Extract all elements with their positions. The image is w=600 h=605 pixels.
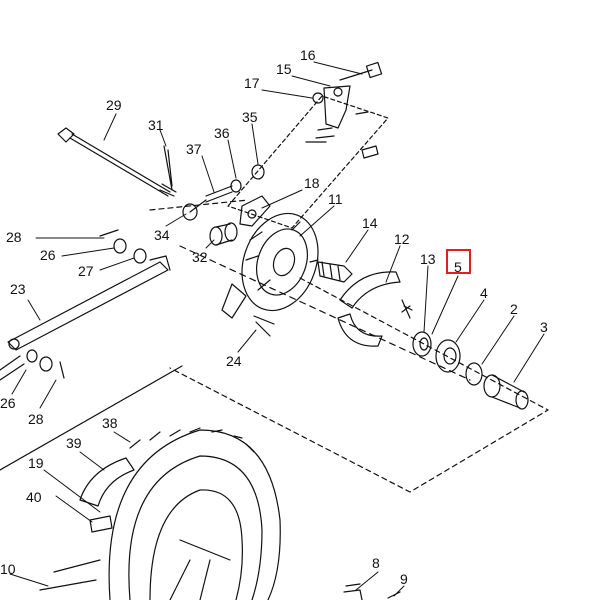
label-34: 34 xyxy=(154,227,170,243)
label-12: 12 xyxy=(394,231,410,247)
nut-26b xyxy=(26,349,38,363)
label-18: 18 xyxy=(304,175,320,191)
bolt-37 xyxy=(205,185,233,203)
part-9 xyxy=(387,591,401,599)
label-17: 17 xyxy=(244,75,260,91)
label-26b: 26 xyxy=(0,395,16,411)
label-4: 4 xyxy=(480,285,488,301)
seal-2 xyxy=(465,362,483,386)
leader-lines xyxy=(9,61,545,597)
torque-arm-23 xyxy=(0,255,171,381)
washer-34 xyxy=(182,203,198,221)
washer-26b2 xyxy=(39,356,53,372)
washer-27 xyxy=(133,248,147,264)
nut-26a xyxy=(113,238,127,254)
label-36: 36 xyxy=(214,125,230,141)
lever-box xyxy=(227,95,389,229)
label-16: 16 xyxy=(300,47,316,63)
cam-14 xyxy=(317,261,353,283)
label-19: 19 xyxy=(28,455,44,471)
label-32: 32 xyxy=(192,249,208,265)
label-31: 31 xyxy=(148,117,164,133)
part-8 xyxy=(343,583,363,601)
label-29: 29 xyxy=(106,97,122,113)
label-3: 3 xyxy=(540,319,548,335)
brake-shoe-12 xyxy=(337,271,413,347)
bearing-4 xyxy=(435,339,461,373)
label-38: 38 xyxy=(102,415,118,431)
label-24: 24 xyxy=(226,353,242,369)
label-26a: 26 xyxy=(40,247,56,263)
nut-35 xyxy=(251,164,265,180)
wheel-assembly xyxy=(0,365,281,601)
label-14: 14 xyxy=(362,215,378,231)
callout-labels: 16 15 17 29 31 36 35 37 18 11 14 12 13 5… xyxy=(0,47,548,587)
spacer-32 xyxy=(209,222,238,246)
label-5: 5 xyxy=(454,259,462,275)
axle-centerline xyxy=(179,245,471,381)
label-27: 27 xyxy=(78,263,94,279)
bearing-13 xyxy=(412,331,432,357)
label-9: 9 xyxy=(400,571,408,587)
label-35: 35 xyxy=(242,109,258,125)
label-2: 2 xyxy=(510,301,518,317)
label-11: 11 xyxy=(328,191,343,207)
label-13: 13 xyxy=(420,251,436,267)
bolt-16 xyxy=(339,61,383,81)
pin-28b xyxy=(59,361,65,379)
pin-28a xyxy=(99,229,119,237)
highlight-box xyxy=(446,249,471,274)
label-15: 15 xyxy=(276,61,292,77)
label-37: 37 xyxy=(186,141,202,157)
axle-29 xyxy=(57,127,177,197)
bolt-24 xyxy=(253,315,275,337)
label-8: 8 xyxy=(372,555,380,571)
label-40: 40 xyxy=(26,489,42,505)
brake-panel-11 xyxy=(221,212,319,319)
label-10: 10 xyxy=(0,561,16,577)
cotter-pin-31 xyxy=(163,145,173,191)
nut-17 xyxy=(312,92,324,104)
pin-spring xyxy=(355,111,379,159)
cam-lever-15 xyxy=(305,85,351,143)
label-39: 39 xyxy=(66,435,82,451)
label-23: 23 xyxy=(10,281,26,297)
collar-3 xyxy=(483,374,529,410)
label-28b: 28 xyxy=(28,411,44,427)
label-28a: 28 xyxy=(6,229,22,245)
arm-18 xyxy=(239,195,271,227)
